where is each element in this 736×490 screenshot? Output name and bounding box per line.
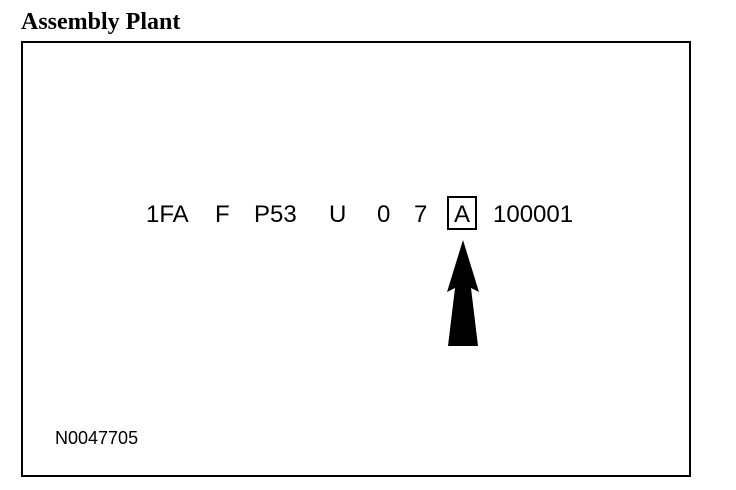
- diagram-frame: [21, 41, 691, 477]
- vin-segment-model-year: 7: [414, 201, 428, 228]
- vin-highlight-box: [447, 196, 477, 230]
- vin-segment-model: P53: [254, 201, 297, 228]
- diagram-title: Assembly Plant: [21, 9, 181, 35]
- vin-segment-serial: 100001: [493, 201, 574, 228]
- vin-segment-restraint: F: [215, 201, 230, 228]
- up-arrow-icon: [447, 240, 479, 346]
- reference-number: N0047705: [55, 428, 139, 448]
- vin-segment-engine: U: [329, 201, 347, 228]
- vin-segment-assembly-plant: A: [453, 201, 470, 228]
- vin-segment-wmi: 1FA: [146, 201, 189, 228]
- vin-segment-check-digit: 0: [377, 201, 391, 228]
